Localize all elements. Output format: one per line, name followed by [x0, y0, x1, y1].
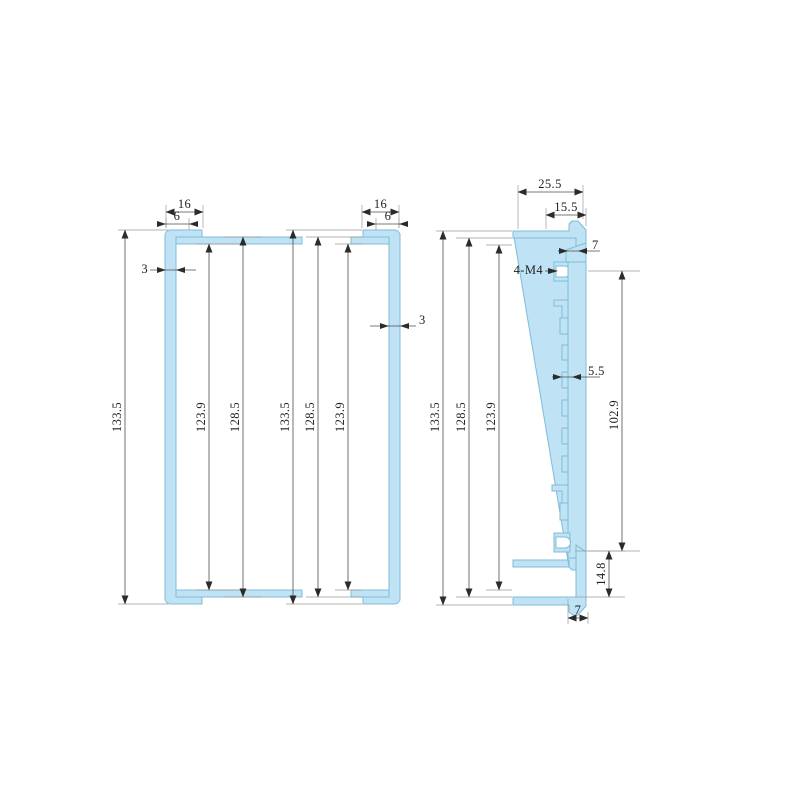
- arrowhead-left-6-a: [157, 221, 166, 227]
- dim-label-left-3: 3: [141, 262, 148, 276]
- profile-spine: [567, 261, 587, 559]
- arrowhead-mid-6-a: [367, 221, 376, 227]
- view-middle-channel-profile: 16 6 3 133.5 128.5 123.9: [278, 197, 426, 605]
- arrowhead-m4: [548, 268, 558, 274]
- dim-label-left-1239: 123.9: [194, 402, 208, 432]
- dim-label-left-16: 16: [178, 197, 191, 211]
- part-outline-middle: [362, 229, 401, 605]
- dim-label-mid-6: 6: [385, 209, 392, 223]
- fin-3: [561, 344, 569, 361]
- arrowhead-left-3-b: [176, 267, 185, 273]
- dim-label-mid-3: 3: [419, 313, 426, 327]
- fin-2: [559, 317, 569, 335]
- arrowhead-mid-3-a: [380, 323, 389, 329]
- dim-label-mid-16: 16: [374, 197, 387, 211]
- part-top-flange-middle: [350, 236, 390, 245]
- fin-9: [559, 502, 569, 521]
- arrowhead-right-55-b: [572, 374, 581, 380]
- arrowhead-left-6-b: [189, 221, 198, 227]
- arrowhead-mid-6-b: [399, 221, 408, 227]
- dim-label-mid-1239: 123.9: [333, 402, 347, 432]
- fin-6: [561, 427, 569, 445]
- fin-4: [561, 371, 569, 389]
- dim-label-right-7bot: 7: [575, 603, 582, 617]
- arrowhead-mid-3-b: [400, 323, 409, 329]
- dim-label-right-1285: 128.5: [454, 402, 468, 432]
- part-bottom-flange-middle: [350, 589, 390, 598]
- dim-label-right-55: 5.5: [588, 364, 605, 378]
- dim-label-left-1335: 133.5: [110, 402, 124, 432]
- dim-label-mid-1285: 128.5: [303, 402, 317, 432]
- fin-bottom-arm: [512, 544, 587, 616]
- dim-label-left-6: 6: [174, 209, 181, 223]
- fin-top-arm: [512, 220, 587, 251]
- dim-label-left-1285: 128.5: [228, 402, 242, 432]
- view-left-channel-profile: 16 6 3 133.5 123.9 128.5: [110, 197, 303, 605]
- dim-label-right-1029: 102.9: [607, 400, 621, 430]
- arrowhead-right-55-a: [553, 374, 562, 380]
- fin-7: [561, 455, 569, 473]
- part-top-flange-left: [175, 236, 303, 245]
- bottom-hole: [555, 536, 571, 549]
- arrowhead-right-7top-a: [559, 248, 568, 254]
- dim-label-right-148: 14.8: [594, 562, 608, 585]
- fin-5: [561, 399, 569, 417]
- part-bottom-flange-left: [175, 589, 303, 598]
- dim-label-right-1239: 123.9: [484, 402, 498, 432]
- dim-label-right-m4: 4-M4: [514, 263, 544, 277]
- arrowhead-right-7top-b: [578, 248, 587, 254]
- view-right-heatsink-rail-profile: 25.5 15.5 7 4-M4 5.5 133.5 128.5: [428, 177, 640, 624]
- arrowhead-left-3-a: [157, 267, 166, 273]
- dim-label-right-1335: 133.5: [428, 402, 442, 432]
- dim-label-right-255: 25.5: [538, 177, 561, 191]
- dim-label-mid-1335: 133.5: [278, 402, 292, 432]
- dim-label-right-155: 15.5: [554, 200, 577, 214]
- part-outline-left: [164, 229, 203, 605]
- profile-detail-right: [512, 220, 587, 616]
- dim-label-right-7top: 7: [592, 238, 599, 252]
